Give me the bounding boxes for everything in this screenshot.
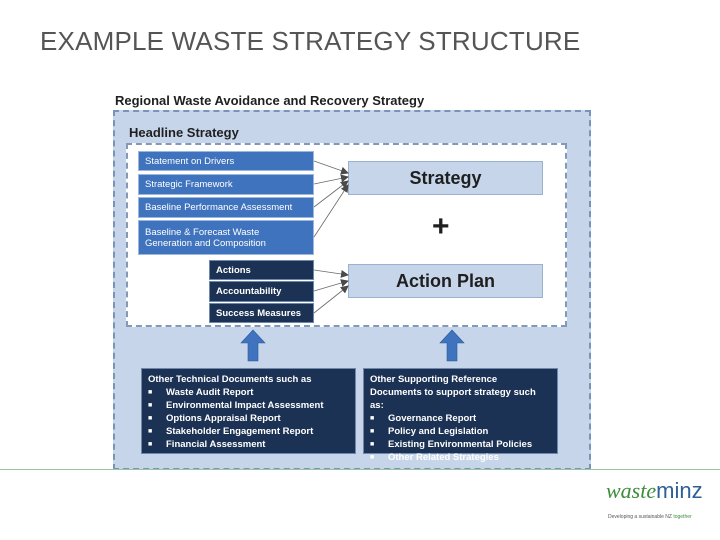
up-arrow-reference bbox=[439, 329, 465, 362]
list-item-label: Other Related Strategies bbox=[388, 452, 499, 463]
action-plan-box: Action Plan bbox=[348, 264, 543, 298]
technical-documents-box: Other Technical Documents such as ■ Waste… bbox=[141, 368, 356, 454]
input-success-measures: Success Measures bbox=[209, 303, 314, 323]
bullet-icon: ■ bbox=[148, 402, 153, 409]
headline-strategy-title: Headline Strategy bbox=[129, 125, 239, 140]
arrow-accountability-to-plan bbox=[313, 279, 349, 292]
logo-tagline: Developing a sustainable NZ together bbox=[608, 514, 692, 520]
arrow-forecast-to-strategy bbox=[313, 184, 349, 238]
connector-arrows bbox=[240, 160, 465, 362]
list-item: ■ Stakeholder Engagement Report bbox=[148, 425, 349, 438]
logo-minz-text: minz bbox=[656, 478, 703, 503]
arrow-drivers-to-strategy bbox=[313, 160, 349, 175]
footer-divider bbox=[0, 469, 720, 470]
bullet-icon: ■ bbox=[370, 428, 375, 435]
list-item-label: Stakeholder Engagement Report bbox=[166, 426, 314, 437]
reference-documents-heading: Other Supporting Reference Documents to … bbox=[370, 374, 536, 411]
strategy-box: Strategy bbox=[348, 161, 543, 195]
list-item: ■ Waste Audit Report bbox=[148, 386, 349, 399]
logo-tagline-accent: together bbox=[673, 514, 692, 520]
bullet-icon: ■ bbox=[148, 428, 153, 435]
technical-documents-heading: Other Technical Documents such as bbox=[148, 374, 312, 385]
reference-documents-box: Other Supporting Reference Documents to … bbox=[363, 368, 558, 463]
input-accountability: Accountability bbox=[209, 281, 314, 302]
list-item: ■ Other Related Strategies bbox=[370, 451, 551, 464]
input-baseline-forecast-waste: Baseline & Forecast Waste Generation and… bbox=[138, 220, 314, 255]
list-item-label: Policy and Legislation bbox=[388, 426, 489, 437]
technical-documents-list: ■ Waste Audit Report ■ Environmental Impac… bbox=[148, 386, 349, 451]
list-item-label: Existing Environmental Policies bbox=[388, 439, 533, 450]
list-item-label: Environmental Impact Assessment bbox=[166, 400, 324, 411]
input-strategic-framework: Strategic Framework bbox=[138, 174, 314, 195]
bullet-icon: ■ bbox=[370, 415, 375, 422]
bullet-icon: ■ bbox=[148, 415, 153, 422]
bullet-icon: ■ bbox=[370, 454, 375, 461]
list-item: ■ Existing Environmental Policies bbox=[370, 438, 551, 451]
input-statement-on-drivers: Statement on Drivers bbox=[138, 151, 314, 171]
outer-strategy-title: Regional Waste Avoidance and Recovery St… bbox=[115, 93, 425, 108]
arrow-actions-to-plan bbox=[313, 269, 349, 278]
list-item: ■ Policy and Legislation bbox=[370, 425, 551, 438]
logo-waste-text: waste bbox=[606, 478, 657, 503]
plus-symbol: + bbox=[432, 210, 450, 243]
list-item: ■ Governance Report bbox=[370, 412, 551, 425]
bullet-icon: ■ bbox=[148, 389, 153, 396]
wasteminz-logo: wasteminz Developing a sustainable NZ to… bbox=[606, 478, 706, 528]
arrow-baseline-to-strategy bbox=[313, 180, 349, 208]
arrow-framework-to-strategy bbox=[313, 174, 349, 185]
arrow-measures-to-plan bbox=[313, 285, 349, 314]
input-baseline-performance-assessment: Baseline Performance Assessment bbox=[138, 197, 314, 218]
slide-title: EXAMPLE WASTE STRATEGY STRUCTURE bbox=[40, 26, 581, 56]
bullet-icon: ■ bbox=[148, 441, 153, 448]
bullet-icon: ■ bbox=[370, 441, 375, 448]
list-item: ■ Financial Assessment bbox=[148, 438, 349, 451]
up-arrow-technical bbox=[240, 329, 266, 362]
logo-wordmark: wasteminz bbox=[606, 478, 703, 504]
list-item-label: Waste Audit Report bbox=[166, 387, 254, 398]
reference-documents-list: ■ Governance Report ■ Policy and Legislati… bbox=[370, 412, 551, 464]
list-item: ■ Options Appraisal Report bbox=[148, 412, 349, 425]
list-item-label: Governance Report bbox=[388, 413, 477, 424]
logo-tagline-text: Developing a sustainable NZ bbox=[608, 514, 674, 520]
strategy-diagram: Regional Waste Avoidance and Recovery St… bbox=[113, 93, 591, 470]
list-item: ■ Environmental Impact Assessment bbox=[148, 399, 349, 412]
input-actions: Actions bbox=[209, 260, 314, 280]
list-item-label: Options Appraisal Report bbox=[166, 413, 281, 424]
list-item-label: Financial Assessment bbox=[166, 439, 266, 450]
